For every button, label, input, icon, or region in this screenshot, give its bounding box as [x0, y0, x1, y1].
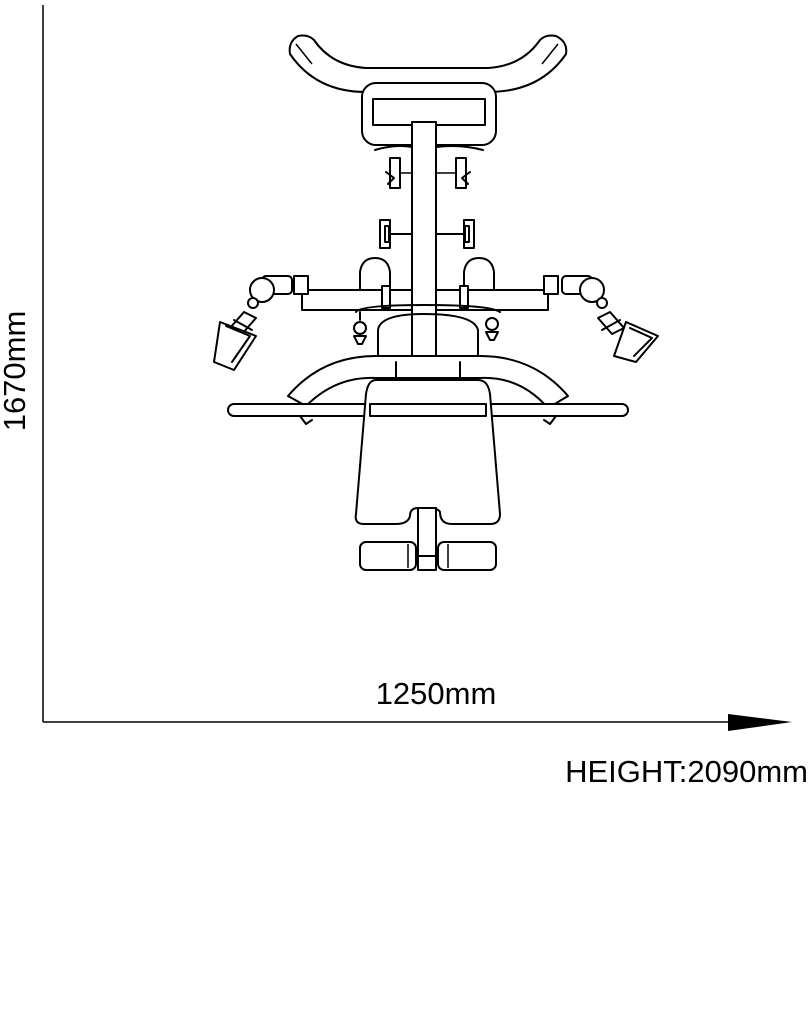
- arm-pad-left: [359, 257, 391, 291]
- machine-drawing: [213, 34, 659, 571]
- lower-arm-guard: [287, 355, 569, 409]
- mid-pulley-left: [379, 219, 413, 249]
- adjust-knob-left: [353, 311, 367, 345]
- upper-pulley-left: [385, 157, 412, 189]
- dimension-axes: [42, 5, 792, 731]
- axis-arrow-icon: [728, 714, 792, 731]
- arm-end-left: [229, 275, 293, 335]
- press-arm-right: [435, 289, 549, 311]
- height-dimension-label: HEIGHT:2090mm: [565, 754, 808, 789]
- grip-handle-right: [613, 321, 659, 363]
- arm-pad-right: [463, 257, 495, 291]
- adjust-knob-right: [485, 317, 499, 341]
- top-handle-bar: [288, 34, 568, 93]
- arm-end-right: [561, 275, 625, 335]
- depth-dimension-label: 1670mm: [0, 311, 32, 432]
- upper-pulley-right: [436, 157, 471, 189]
- press-arm-left: [301, 289, 413, 311]
- width-dimension-label: 1250mm: [376, 676, 497, 711]
- leg-roller-assembly: [359, 507, 497, 571]
- mid-pulley-right: [435, 219, 475, 249]
- seat-cushion: [354, 379, 501, 525]
